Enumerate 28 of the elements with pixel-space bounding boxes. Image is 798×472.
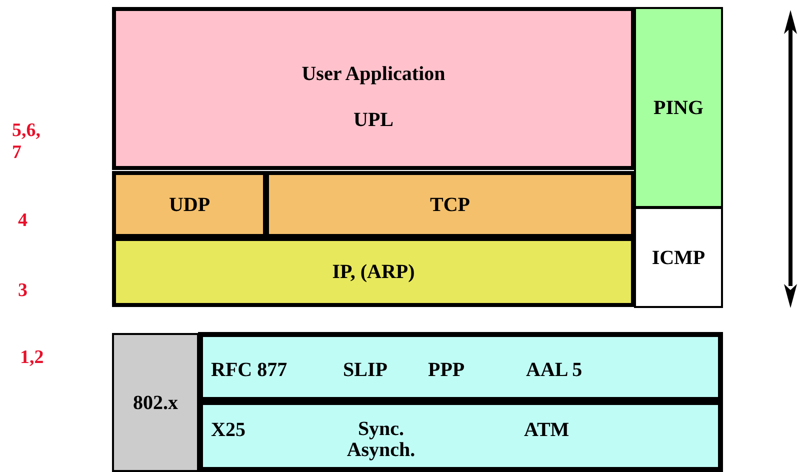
udp-box	[112, 171, 267, 238]
protocol-label: TCP	[429, 194, 471, 216]
tcp-box	[265, 171, 635, 238]
protocol-label: ICMP	[650, 246, 706, 268]
protocol-label: 802.x	[132, 392, 179, 414]
protocol-label: AAL 5	[526, 359, 582, 381]
protocol-label: PPP	[428, 359, 465, 381]
protocol-label: Sync. Asynch.	[346, 419, 416, 461]
ip-layer-box	[112, 237, 635, 307]
protocol-label: User Application	[300, 63, 446, 85]
link-layer-box	[112, 333, 199, 472]
protocol-label: UPL	[352, 109, 394, 131]
layer-number: 3	[18, 280, 28, 302]
application-layer-box	[112, 7, 635, 170]
layer-number: 1,2	[20, 347, 45, 369]
protocol-label: RFC 877	[211, 359, 288, 381]
physical-protocols-box	[198, 400, 723, 472]
protocol-label: ATM	[524, 419, 570, 441]
layer-number: 5,6, 7	[12, 120, 42, 164]
protocol-label: SLIP	[343, 359, 388, 381]
layer-number: 4	[18, 210, 28, 232]
ping-box	[634, 7, 723, 208]
protocol-label: X25	[211, 419, 246, 441]
link-protocols-box	[198, 332, 723, 402]
protocol-label: UDP	[168, 194, 212, 216]
icmp-box	[634, 207, 723, 308]
protocol-label: PING	[652, 96, 704, 118]
protocol-label: IP, (ARP)	[331, 261, 416, 283]
